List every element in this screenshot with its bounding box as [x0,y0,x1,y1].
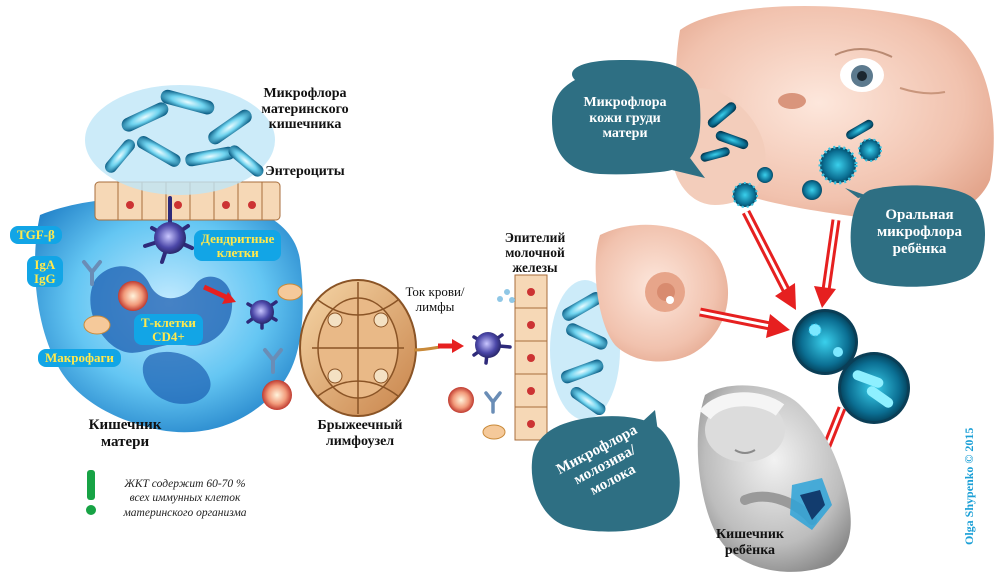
label-blood-lymph: Ток крови/ лимфы [405,284,465,314]
tag-dendritic-cells: Дендритные клетки [194,230,282,262]
label-baby-gut: Кишечник ребёнка [716,527,784,558]
antibody-icon [82,260,102,286]
breast-illustration [595,224,729,362]
tag-iga-igg: IgA IgG [27,256,63,288]
infant-illustration [697,385,851,572]
tag-macrophages: Макрофаги [38,349,121,367]
bubble-colostrum-microflora [531,410,680,532]
tag-t-cells-cd4: Т-клетки CD4+ [134,314,203,346]
arrow-node-to-mammary [438,339,464,353]
maternal-microflora-bacteria [85,85,275,195]
label-mammary-epithelium: Эпителий молочной железы [504,230,566,276]
author-credit: Olga Shypenko © 2015 [962,427,976,545]
tag-tgf-beta: TGF-β [10,226,62,244]
exclamation-icon [86,470,96,515]
arrow-skin-to-baby-gut [741,209,796,310]
antibody-icon-2 [263,348,283,374]
skin-microflora-bacteria [700,102,773,208]
mesenteric-lymph-node [299,279,451,417]
combined-microflora-bacteria [792,309,910,424]
blood-cell-gut-2 [262,380,292,410]
arrow-dendritic-to-node [202,284,236,304]
arrow-oral-to-baby-gut [814,219,841,308]
note-immune-cells: ЖКТ содержит 60-70 % всех иммунных клето… [123,478,247,519]
dendritic-cell-migrating [246,300,278,330]
bubble-text-oral-microflora: Оральная микрофлора ребёнка [876,207,963,257]
arrow-milk-to-baby-gut [699,307,790,338]
blood-cell-gut-1 [118,281,148,311]
label-mesenteric-node: Брыжеечный лимфоузел [317,418,403,449]
label-maternal-microflora: Микрофлора материнского кишечника [261,86,349,133]
label-enterocytes: Энтероциты [265,164,345,179]
bubble-skin-microflora [552,60,705,178]
oral-microflora-bacteria [802,119,882,200]
label-mother-gut: Кишечник матери [88,417,162,450]
bubble-oral-microflora [845,185,986,287]
bubble-text-skin-microflora: Микрофлора кожи груди матери [583,95,667,142]
macrophage-2 [277,283,303,301]
dendritic-cell-gut [143,196,194,264]
macrophage-1 [83,315,111,335]
